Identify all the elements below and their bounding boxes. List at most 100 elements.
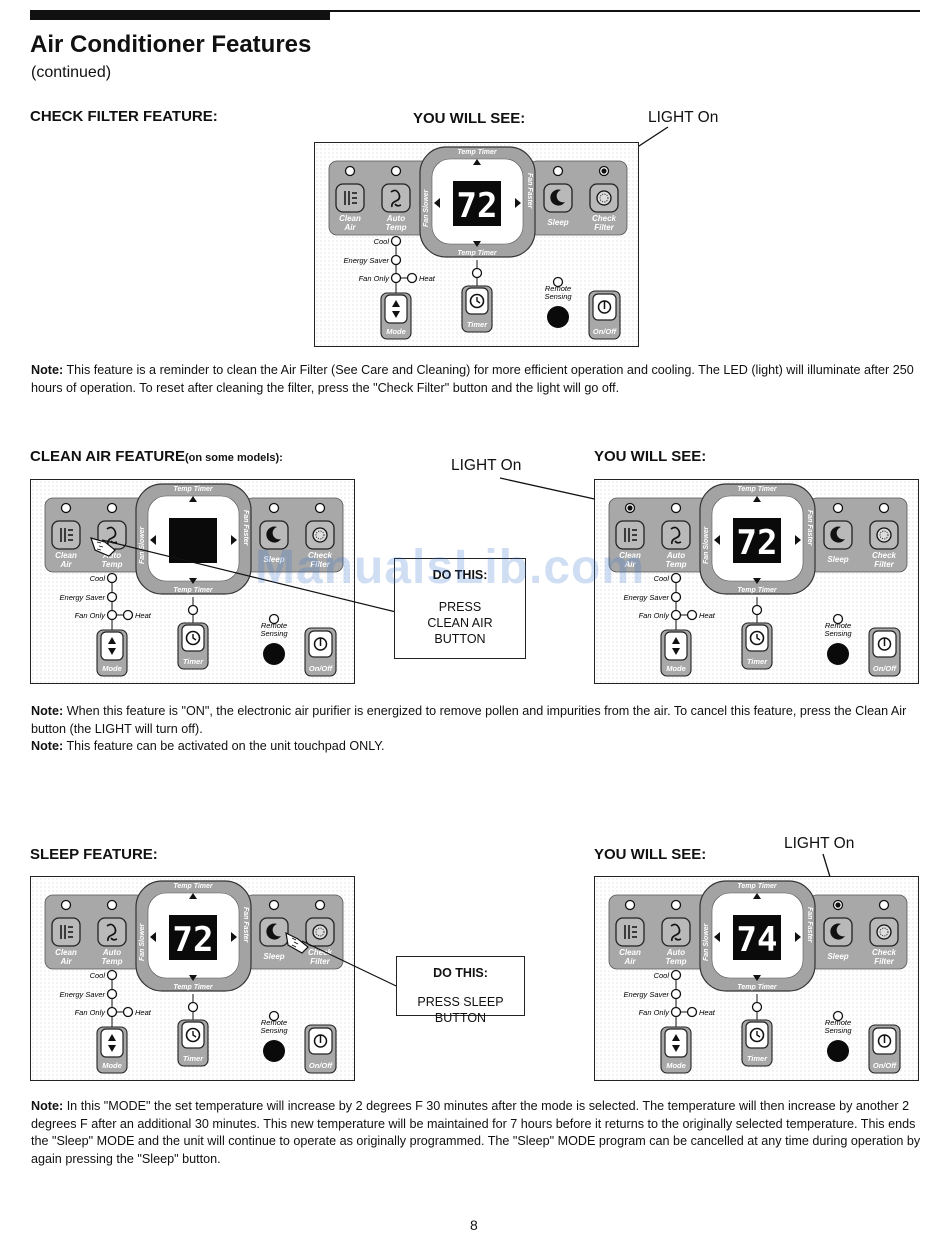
temperature-display-value: 72 — [737, 523, 778, 563]
mode-up-arrow-icon — [108, 637, 116, 644]
temp-up-arrow-icon[interactable] — [753, 496, 761, 502]
auto-temp-button[interactable] — [381, 183, 411, 213]
fan-slower-arrow-icon[interactable] — [714, 932, 720, 942]
fan-faster-arrow-icon[interactable] — [795, 535, 801, 545]
sleep-button[interactable] — [823, 917, 853, 947]
clean-air-label: Clean — [619, 551, 641, 560]
check-filter-label: Filter — [874, 957, 894, 966]
timer-icon-hands — [192, 1031, 197, 1038]
temp-down-arrow-icon[interactable] — [473, 241, 481, 247]
clean-air-button[interactable] — [335, 183, 365, 213]
clean-air-led-lit — [627, 505, 633, 511]
fan-faster-arrow-icon[interactable] — [515, 198, 521, 208]
sleep-button[interactable] — [823, 520, 853, 550]
remote-sensing-label: Remote — [261, 621, 287, 630]
fan-slower-arrow-icon[interactable] — [150, 932, 156, 942]
temp-down-arrow-icon[interactable] — [189, 578, 197, 584]
temperature-display — [453, 181, 501, 226]
mode-label: Mode — [666, 664, 686, 673]
sleep-led — [268, 899, 280, 911]
mode-button[interactable] — [384, 294, 408, 324]
auto-temp-button[interactable] — [661, 520, 691, 550]
filter-icon-mesh — [879, 530, 889, 540]
moon-icon — [830, 923, 845, 940]
mode-button[interactable] — [100, 631, 124, 661]
mode-down-arrow-icon — [672, 648, 680, 655]
filter-icon — [312, 527, 328, 543]
sleep-led — [832, 502, 844, 514]
auto-temp-button[interactable] — [97, 917, 127, 947]
mode-label: Mode — [102, 1061, 122, 1070]
remote-sensing-led — [268, 1010, 280, 1022]
mode-button[interactable] — [664, 1028, 688, 1058]
auto-temp-label: Auto — [102, 948, 121, 957]
fan-only-led — [390, 272, 402, 284]
sleep-button[interactable] — [543, 183, 573, 213]
temp-timer-label-bottom: Temp Timer — [737, 984, 778, 991]
mode-down-arrow-icon — [392, 311, 400, 318]
cool-led — [106, 969, 118, 981]
sleep-button[interactable] — [259, 917, 289, 947]
auto-temp-button[interactable] — [661, 917, 691, 947]
cool-label: Cool — [654, 971, 670, 980]
temp-up-arrow-icon[interactable] — [189, 893, 197, 899]
cool-label: Cool — [654, 574, 670, 583]
clean-air-button[interactable] — [51, 520, 81, 550]
filter-icon-mesh — [315, 530, 325, 540]
remote-sensing-label: Sensing — [824, 1026, 852, 1035]
fan-slower-label: Fan Slower — [703, 922, 710, 961]
clean-air-icon — [624, 528, 637, 542]
timer-icon — [469, 293, 485, 309]
moon-icon — [550, 189, 565, 206]
note-text: This feature is a reminder to clean the … — [31, 363, 914, 395]
check-filter-led — [314, 502, 326, 514]
mode-button[interactable] — [664, 631, 688, 661]
fan-slower-label: Fan Slower — [423, 188, 430, 227]
remote-sensing-label: Remote — [825, 621, 851, 630]
temp-timer-label-top: Temp Timer — [173, 486, 214, 493]
fan-slower-arrow-icon[interactable] — [150, 535, 156, 545]
temp-timer-label-top: Temp Timer — [737, 883, 778, 890]
clean-air-button[interactable] — [615, 520, 645, 550]
temp-timer-label-bottom: Temp Timer — [173, 984, 214, 991]
clean-air-button[interactable] — [615, 917, 645, 947]
fan-only-label: Fan Only — [75, 611, 107, 620]
remote-sensor — [547, 306, 569, 328]
sleep-note: Note: In this "MODE" the set temperature… — [31, 1098, 921, 1168]
clean-air-button[interactable] — [51, 917, 81, 947]
temp-up-arrow-icon[interactable] — [189, 496, 197, 502]
timer-label: Timer — [467, 320, 488, 329]
auto-temp-led — [390, 165, 402, 177]
fan-faster-arrow-icon[interactable] — [795, 932, 801, 942]
on-off-label: On/Off — [309, 1061, 334, 1070]
temp-down-arrow-icon[interactable] — [189, 975, 197, 981]
temp-up-arrow-icon[interactable] — [753, 893, 761, 899]
temp-down-arrow-icon[interactable] — [753, 975, 761, 981]
clean-air-label: Clean — [619, 948, 641, 957]
fan-faster-label: Fan Faster — [806, 907, 813, 944]
sleep-button[interactable] — [259, 520, 289, 550]
remote-sensing-led — [552, 276, 564, 288]
fan-faster-arrow-icon[interactable] — [231, 535, 237, 545]
fan-only-led — [106, 1006, 118, 1018]
auto-temp-label: Auto — [666, 948, 685, 957]
mode-up-arrow-icon — [672, 637, 680, 644]
fan-slower-arrow-icon[interactable] — [434, 198, 440, 208]
sleep-light-on-callout: LIGHT On — [784, 835, 855, 852]
mode-down-arrow-icon — [672, 1045, 680, 1052]
clean-air-icon — [60, 528, 73, 542]
fan-slower-arrow-icon[interactable] — [714, 535, 720, 545]
fan-faster-arrow-icon[interactable] — [231, 932, 237, 942]
temp-down-arrow-icon[interactable] — [753, 578, 761, 584]
temp-up-arrow-icon[interactable] — [473, 159, 481, 165]
mode-button[interactable] — [100, 1028, 124, 1058]
heat-label: Heat — [135, 1008, 152, 1017]
fan-faster-label: Fan Faster — [806, 510, 813, 547]
clean-air-label: Clean — [55, 551, 77, 560]
clean-air-label: Air — [343, 223, 356, 232]
sleep-instruction-box: DO THIS: PRESS SLEEP BUTTON — [396, 956, 525, 1025]
auto-temp-led — [670, 899, 682, 911]
heat-label: Heat — [699, 611, 716, 620]
